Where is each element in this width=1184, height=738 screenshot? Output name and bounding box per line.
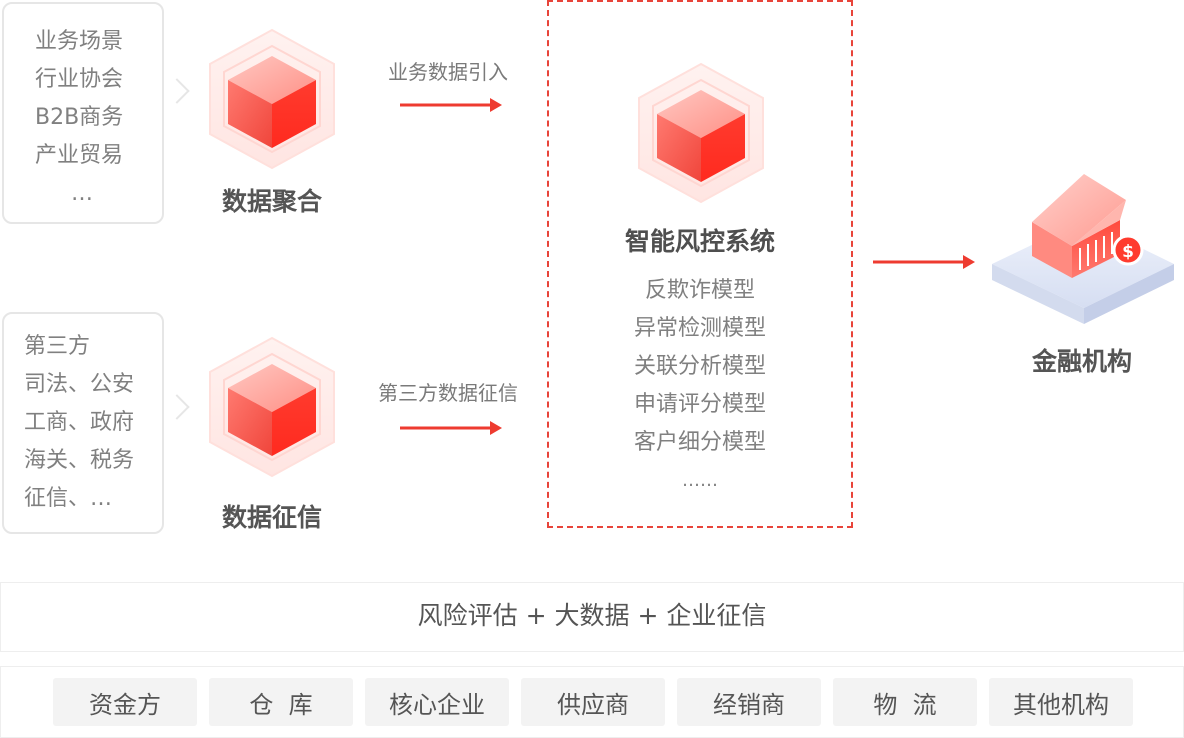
svg-text:$: $: [1122, 242, 1134, 262]
source-item: 海关、税务: [24, 448, 135, 473]
source-item: 行业协会: [35, 67, 124, 92]
source-list-business: 业务场景 行业协会 B2B商务 产业贸易 …: [4, 4, 162, 213]
participant-chip: 资金方: [53, 678, 197, 726]
participant-chip: 经销商: [677, 678, 821, 726]
risk-control-system-box: 智能风控系统 反欺诈模型 异常检测模型 关联分析模型 申请评分模型 客户细分模型…: [547, 0, 853, 528]
source-item: 征信、…: [24, 486, 113, 511]
node-title-data-aggregation: 数据聚合: [221, 187, 322, 216]
participant-chip: 物 流: [833, 678, 977, 726]
participant-chip: 核心企业: [365, 678, 509, 726]
capability-banner: 风险评估 + 大数据 + 企业征信: [0, 582, 1184, 652]
source-item: 业务场景: [35, 29, 124, 54]
data-aggregation-cube-icon: [202, 24, 342, 174]
source-item: 司法、公安: [24, 372, 135, 397]
participants-band: 资金方 仓 库 核心企业 供应商 经销商 物 流 其他机构: [0, 666, 1184, 738]
risk-system-cube-icon: [627, 58, 775, 208]
source-item: B2B商务: [35, 105, 124, 130]
flow-label-third-party: 第三方数据征信: [378, 381, 518, 405]
target-title: 金融机构: [1031, 347, 1132, 376]
model-item: 异常检测模型: [633, 316, 766, 341]
participant-chip: 其他机构: [989, 678, 1133, 726]
source-item: 工商、政府: [24, 410, 135, 435]
model-item: ……: [682, 470, 718, 491]
bank-icon: $: [988, 168, 1178, 338]
source-bubble-business: 业务场景 行业协会 B2B商务 产业贸易 …: [2, 2, 164, 224]
data-credit-cube-icon: [202, 332, 342, 482]
model-item: 反欺诈模型: [644, 278, 755, 303]
model-item: 关联分析模型: [633, 354, 766, 379]
flow-label-business: 业务数据引入: [388, 60, 508, 84]
source-list-third-party: 第三方 司法、公安 工商、政府 海关、税务 征信、…: [4, 314, 162, 518]
bubble-tail: [164, 78, 190, 104]
bubble-tail: [164, 394, 190, 420]
arrow-right-icon: [400, 421, 502, 435]
model-item: 申请评分模型: [633, 392, 766, 417]
banner-text: 风险评估 + 大数据 + 企业征信: [417, 601, 767, 630]
source-bubble-third-party: 第三方 司法、公安 工商、政府 海关、税务 征信、…: [2, 312, 164, 534]
participant-chip: 供应商: [521, 678, 665, 726]
arrow-right-icon: [400, 98, 502, 112]
model-list: 反欺诈模型 异常检测模型 关联分析模型 申请评分模型 客户细分模型 ……: [549, 272, 851, 500]
participant-chip: 仓 库: [209, 678, 353, 726]
system-title: 智能风控系统: [624, 227, 775, 256]
node-title-data-credit: 数据征信: [221, 503, 322, 532]
source-item: 第三方: [24, 334, 91, 359]
arrow-right-icon: [873, 255, 975, 269]
source-item: 产业贸易: [35, 143, 124, 168]
source-item: …: [71, 181, 93, 206]
participants-list: 资金方 仓 库 核心企业 供应商 经销商 物 流 其他机构: [1, 667, 1183, 737]
model-item: 客户细分模型: [633, 430, 766, 455]
